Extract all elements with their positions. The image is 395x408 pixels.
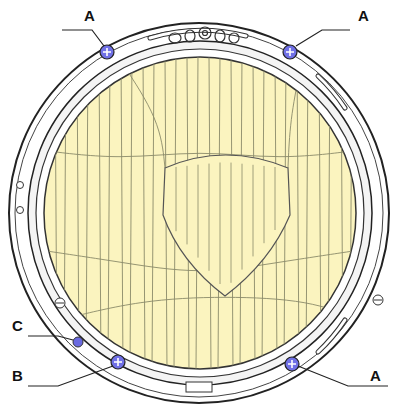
- prism-line: [64, 55, 66, 372]
- fixing-screw: [285, 357, 299, 371]
- shield-prism-line: [176, 167, 177, 231]
- shield-prism-line: [264, 166, 265, 243]
- fixing-screw: [283, 45, 297, 59]
- shield-prism-line: [231, 163, 232, 283]
- screw-head: [100, 45, 114, 59]
- callout-letter: A: [82, 8, 97, 24]
- prism-curve: [288, 70, 300, 168]
- shield-prism-line: [242, 164, 243, 270]
- prism-curve: [120, 60, 165, 168]
- prism-line: [99, 55, 101, 372]
- callout-letter: C: [10, 318, 25, 334]
- prism-line: [86, 55, 88, 372]
- prism-line: [130, 55, 132, 372]
- housing-rim: [9, 23, 389, 403]
- lens: [44, 57, 356, 369]
- lens-bezel: [36, 49, 364, 377]
- prism-line: [143, 55, 145, 372]
- lens-prisms: [40, 55, 360, 372]
- prism-line: [341, 55, 343, 372]
- adjust-slot-inner: [318, 76, 345, 108]
- embossed-logo: [169, 27, 239, 43]
- housing-inner-edge: [15, 29, 383, 397]
- prism-line: [55, 55, 57, 372]
- prism-curve: [40, 150, 360, 157]
- callout-letter: B: [10, 368, 25, 384]
- screw-head: [283, 45, 297, 59]
- screw-cross: [103, 48, 111, 56]
- prism-line: [319, 55, 321, 372]
- prism-line: [350, 55, 352, 372]
- screw-cross: [288, 360, 296, 368]
- prism-line: [328, 55, 330, 372]
- prism-line: [121, 55, 123, 372]
- prism-line: [297, 55, 299, 372]
- prism-line: [108, 55, 110, 372]
- shield-prism-line: [209, 164, 210, 271]
- shield-prism-line: [275, 167, 276, 230]
- shield-prisms: [176, 163, 275, 285]
- screw-head: [111, 355, 125, 369]
- prism-curve: [60, 297, 360, 320]
- rim-hole: [17, 182, 24, 189]
- prism-line: [306, 55, 308, 372]
- adjust-slot-inner: [318, 320, 345, 352]
- adjust-slot: [318, 76, 345, 108]
- mount-tab: [186, 382, 212, 392]
- prism-line: [42, 55, 44, 372]
- chrome-ring: [28, 41, 372, 385]
- shield-prism-line: [187, 166, 188, 245]
- adjust-slot: [318, 320, 345, 352]
- screw-head: [285, 357, 299, 371]
- leader-lines: [28, 30, 388, 386]
- prism-line: [77, 55, 79, 372]
- fixing-screw: [111, 355, 125, 369]
- callout-letter: A: [356, 8, 371, 24]
- screw-cross: [114, 358, 122, 366]
- rim-hole: [17, 207, 24, 214]
- fixing-screw: [100, 45, 114, 59]
- screw-cross: [286, 48, 294, 56]
- shield-prism-line: [198, 165, 199, 258]
- shield-prism-line: [220, 163, 221, 285]
- callout-letter: A: [368, 368, 383, 384]
- lens-shield-pattern: [163, 155, 290, 296]
- shield-prism-line: [253, 165, 254, 257]
- adjust-screw: [73, 337, 83, 347]
- prism-line: [152, 55, 154, 372]
